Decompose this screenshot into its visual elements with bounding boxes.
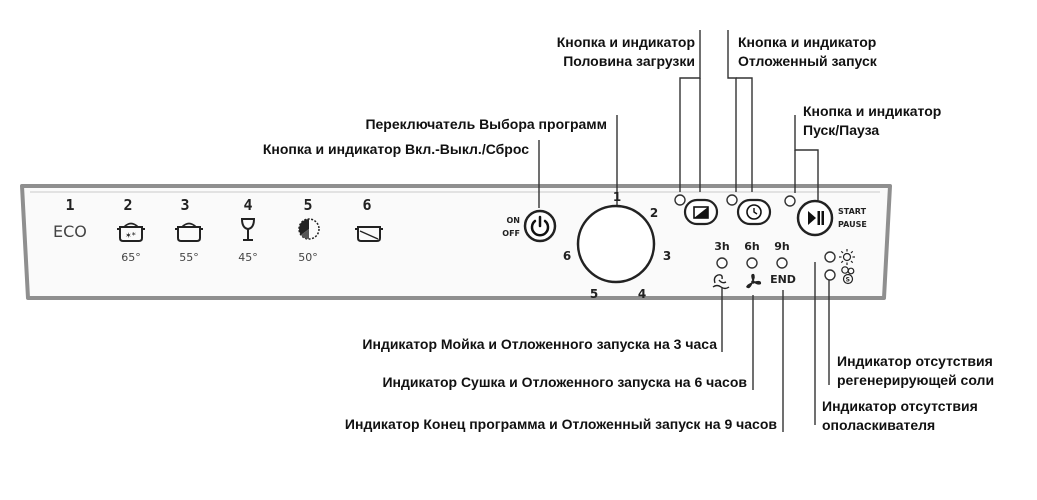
callout-line: регенерирующей соли xyxy=(837,372,995,388)
callout-line: Кнопка и индикатор xyxy=(803,103,942,119)
callout-no-salt: Индикатор отсутствия регенерирующей соли xyxy=(837,352,994,390)
sun-icon xyxy=(839,249,855,265)
callout-on-off-reset: Кнопка и индикатор Вкл.-Выкл./Сброс xyxy=(262,141,529,157)
callout-line: Кнопка и индикатор xyxy=(738,34,877,50)
off-label: OFF xyxy=(502,229,520,238)
callout-line: Половина загрузки xyxy=(563,53,695,69)
callout-line: Индикатор отсутствия xyxy=(837,353,993,369)
program-eco-label: ECO xyxy=(53,222,87,241)
program-number: 5 xyxy=(303,196,313,214)
delay-start-button[interactable] xyxy=(738,200,770,224)
program-temp: 50° xyxy=(298,251,318,264)
callout-start-pause: Кнопка и индикатор Пуск/Пауза xyxy=(803,102,941,140)
power-labels: ON OFF xyxy=(500,214,520,240)
svg-text:✶*: ✶* xyxy=(125,231,136,240)
power-button[interactable] xyxy=(525,211,555,241)
salt-icon: S xyxy=(841,266,855,285)
half-timer-icon xyxy=(298,218,320,240)
dial-number: 2 xyxy=(649,206,659,220)
svg-text:S: S xyxy=(846,277,850,284)
program-number: 2 xyxy=(123,196,133,214)
callout-wash-3h: Индикатор Мойка и Отложенного запуска на… xyxy=(362,336,717,352)
callout-no-rinse-aid: Индикатор отсутствия ополаскивателя xyxy=(822,397,978,435)
program-dial xyxy=(576,204,656,284)
end-label: END xyxy=(770,273,796,286)
wash-time-label: 3h xyxy=(714,240,730,253)
dial-number: 6 xyxy=(562,249,572,263)
soak-pan-icon xyxy=(355,226,383,242)
program-number: 6 xyxy=(362,196,372,214)
callout-end-9h: Индикатор Конец программа и Отложенный з… xyxy=(344,416,777,432)
program-temp: 45° xyxy=(238,251,258,264)
leader-lines xyxy=(538,30,830,432)
start-label: START xyxy=(838,207,867,216)
play-pause-icon xyxy=(808,211,824,225)
clock-icon xyxy=(746,204,762,220)
half-load-button-ring xyxy=(683,198,719,226)
fan-icon xyxy=(746,273,762,289)
callout-program-selector: Переключатель Выбора программ xyxy=(365,116,607,132)
wine-glass-icon xyxy=(240,218,256,241)
dial-number: 4 xyxy=(637,287,647,301)
callout-delay-start: Кнопка и индикатор Отложенный запуск xyxy=(738,33,877,71)
pause-label: PAUSE xyxy=(838,220,867,229)
program-temp: 55° xyxy=(179,251,199,264)
power-icon xyxy=(530,215,550,237)
wash-icon xyxy=(712,274,730,290)
program-temp: 65° xyxy=(121,251,141,264)
dial-number: 3 xyxy=(662,249,672,263)
dial-number: 1 xyxy=(612,190,622,204)
callout-line: Индикатор отсутствия xyxy=(822,398,978,414)
on-label: ON xyxy=(506,216,521,225)
dry-time-label: 6h xyxy=(744,240,760,253)
dial-number: 5 xyxy=(589,287,599,301)
program-selector-dial[interactable] xyxy=(578,206,654,282)
start-pause-button[interactable] xyxy=(798,201,832,235)
pot-icon xyxy=(175,222,203,242)
callout-half-load: Кнопка и индикатор Половина загрузки xyxy=(557,33,695,71)
half-load-icon xyxy=(693,206,709,219)
program-number: 1 xyxy=(65,196,75,214)
callout-line: ополаскивателя xyxy=(822,417,936,433)
half-load-button[interactable] xyxy=(685,200,717,224)
program-number: 3 xyxy=(180,196,190,214)
end-time-label: 9h xyxy=(774,240,790,253)
program-number: 4 xyxy=(243,196,253,214)
start-pause-labels: START PAUSE xyxy=(838,205,867,231)
callout-dry-6h: Индикатор Сушка и Отложенного запуска на… xyxy=(382,374,747,390)
callout-line: Пуск/Пауза xyxy=(803,122,880,138)
pot-stars-icon: ✶* xyxy=(117,222,145,242)
control-panel-outline xyxy=(20,184,892,300)
callout-line: Кнопка и индикатор xyxy=(556,34,695,50)
callout-line: Отложенный запуск xyxy=(738,53,877,69)
